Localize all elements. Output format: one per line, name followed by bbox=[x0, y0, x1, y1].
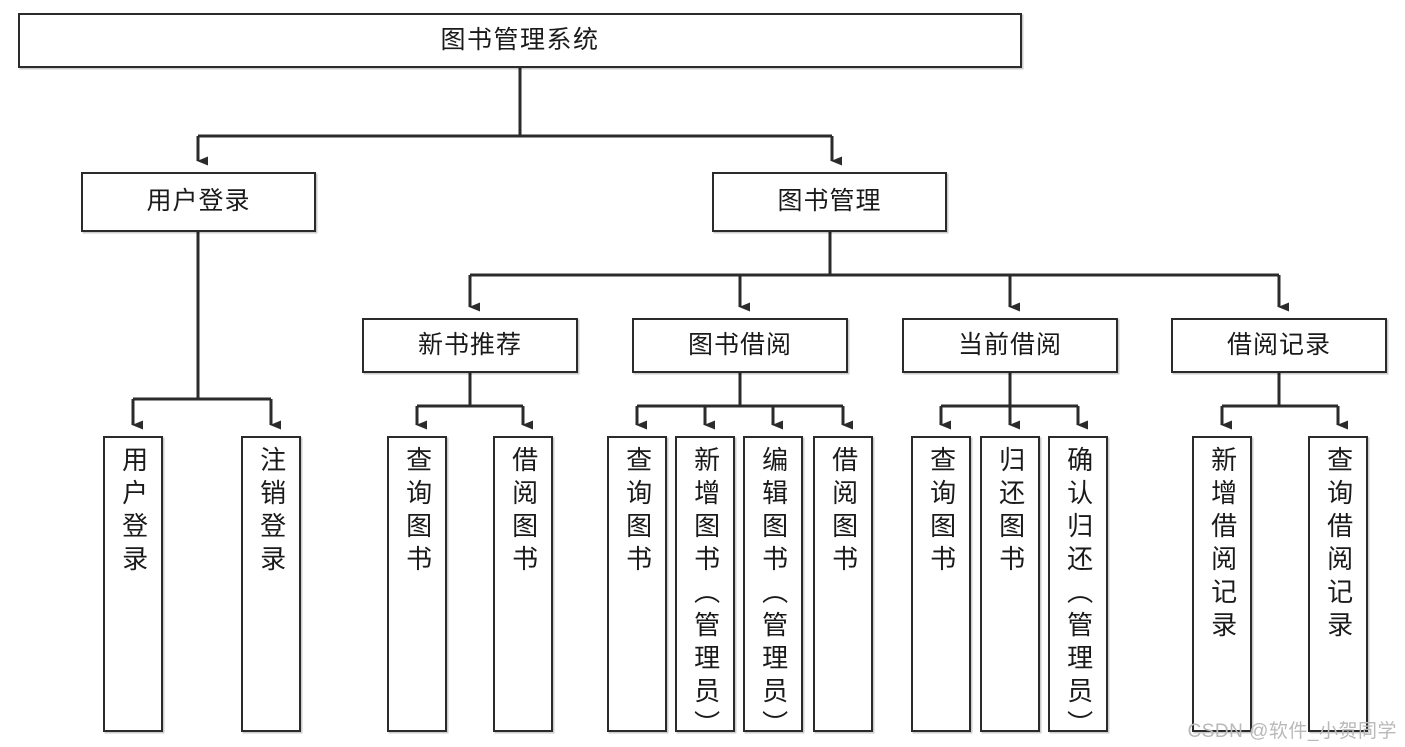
node-label: 图书管理 bbox=[777, 187, 882, 216]
node-label: 借阅图书 bbox=[828, 446, 859, 578]
node-leaf-confirm-return-admin[interactable]: 确认归还（管理员） bbox=[1048, 436, 1108, 743]
node-label: 注销登录 bbox=[256, 446, 287, 578]
node-leaf-logout-login[interactable]: 注销登录 bbox=[241, 436, 301, 732]
node-leaf-add-book-admin[interactable]: 新增图书（管理员） bbox=[675, 436, 735, 743]
node-leaf-add-borrow-record[interactable]: 新增借阅记录 bbox=[1192, 436, 1252, 732]
csdn-watermark: CSDN @软件_小贺同学 bbox=[1187, 721, 1397, 742]
node-label: 新书推荐 bbox=[417, 330, 522, 359]
node-current-borrow[interactable]: 当前借阅 bbox=[902, 318, 1118, 373]
node-label: 查询图书 bbox=[622, 446, 653, 578]
node-label: 借阅图书 bbox=[508, 446, 539, 578]
node-borrow-record[interactable]: 借阅记录 bbox=[1171, 318, 1387, 373]
node-label: 查询借阅记录 bbox=[1323, 446, 1354, 644]
node-leaf-user-login[interactable]: 用户登录 bbox=[103, 436, 163, 732]
node-label: 新增图书（管理员） bbox=[690, 446, 721, 743]
node-leaf-query-borrow-record[interactable]: 查询借阅记录 bbox=[1308, 436, 1368, 732]
node-label: 查询图书 bbox=[402, 446, 433, 578]
node-leaf-query-book-recommend[interactable]: 查询图书 bbox=[387, 436, 447, 732]
node-leaf-return-book[interactable]: 归还图书 bbox=[980, 436, 1040, 732]
node-new-book-recommend[interactable]: 新书推荐 bbox=[362, 318, 578, 373]
node-book-management[interactable]: 图书管理 bbox=[712, 172, 947, 232]
node-root-book-management-system[interactable]: 图书管理系统 bbox=[18, 13, 1022, 68]
node-label: 图书借阅 bbox=[687, 330, 792, 359]
node-label: 确认归还（管理员） bbox=[1063, 446, 1094, 743]
node-leaf-query-book-borrow[interactable]: 查询图书 bbox=[607, 436, 667, 732]
node-label: 用户登录 bbox=[146, 187, 251, 216]
node-book-borrow[interactable]: 图书借阅 bbox=[632, 318, 848, 373]
node-leaf-query-book-current[interactable]: 查询图书 bbox=[911, 436, 971, 732]
node-leaf-borrow-book-recommend[interactable]: 借阅图书 bbox=[493, 436, 553, 732]
node-label: 图书管理系统 bbox=[440, 25, 600, 54]
node-label: 查询图书 bbox=[926, 446, 957, 578]
node-label: 借阅记录 bbox=[1226, 330, 1331, 359]
node-label: 新增借阅记录 bbox=[1207, 446, 1238, 644]
node-label: 当前借阅 bbox=[957, 330, 1062, 359]
node-leaf-edit-book-admin[interactable]: 编辑图书（管理员） bbox=[743, 436, 803, 743]
node-user-login[interactable]: 用户登录 bbox=[81, 172, 316, 232]
node-label: 编辑图书（管理员） bbox=[758, 446, 789, 743]
node-label: 用户登录 bbox=[118, 446, 149, 578]
node-leaf-borrow-book[interactable]: 借阅图书 bbox=[813, 436, 873, 732]
node-label: 归还图书 bbox=[995, 446, 1026, 578]
